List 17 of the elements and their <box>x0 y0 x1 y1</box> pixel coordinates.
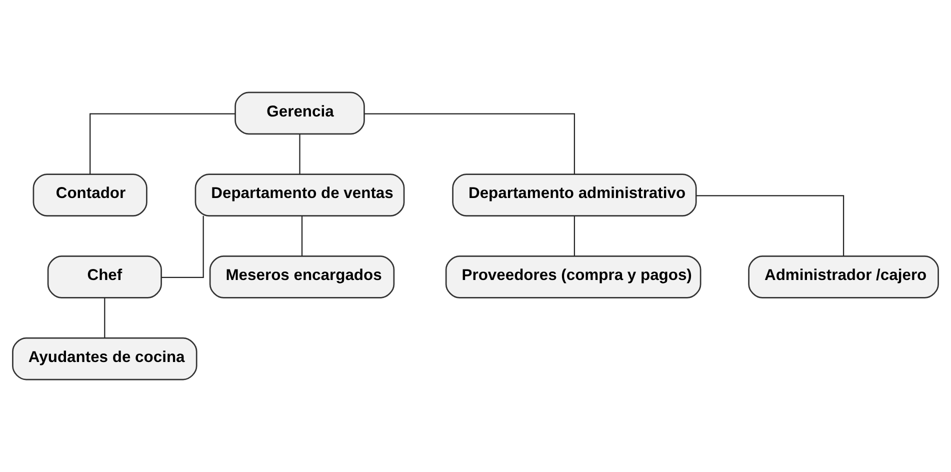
connector <box>90 113 236 174</box>
connector <box>696 195 844 256</box>
node-box: Administrador /cajero <box>748 256 939 298</box>
connector <box>299 134 300 174</box>
node-box: Proveedores (compra y pagos) <box>445 256 702 298</box>
node-box: Gerencia <box>234 92 365 135</box>
node-box: Departamento de ventas <box>194 174 405 216</box>
connector <box>161 216 204 278</box>
node-box: Ayudantes de cocina <box>12 337 198 380</box>
connector <box>574 216 575 256</box>
node-box: Departamento administrativo <box>452 174 697 216</box>
node-box: Meseros encargados <box>209 256 395 298</box>
node-box: Chef <box>47 256 162 298</box>
connector <box>364 113 575 174</box>
node-box: Contador <box>32 174 148 216</box>
connector <box>104 298 106 338</box>
connector <box>301 216 303 256</box>
